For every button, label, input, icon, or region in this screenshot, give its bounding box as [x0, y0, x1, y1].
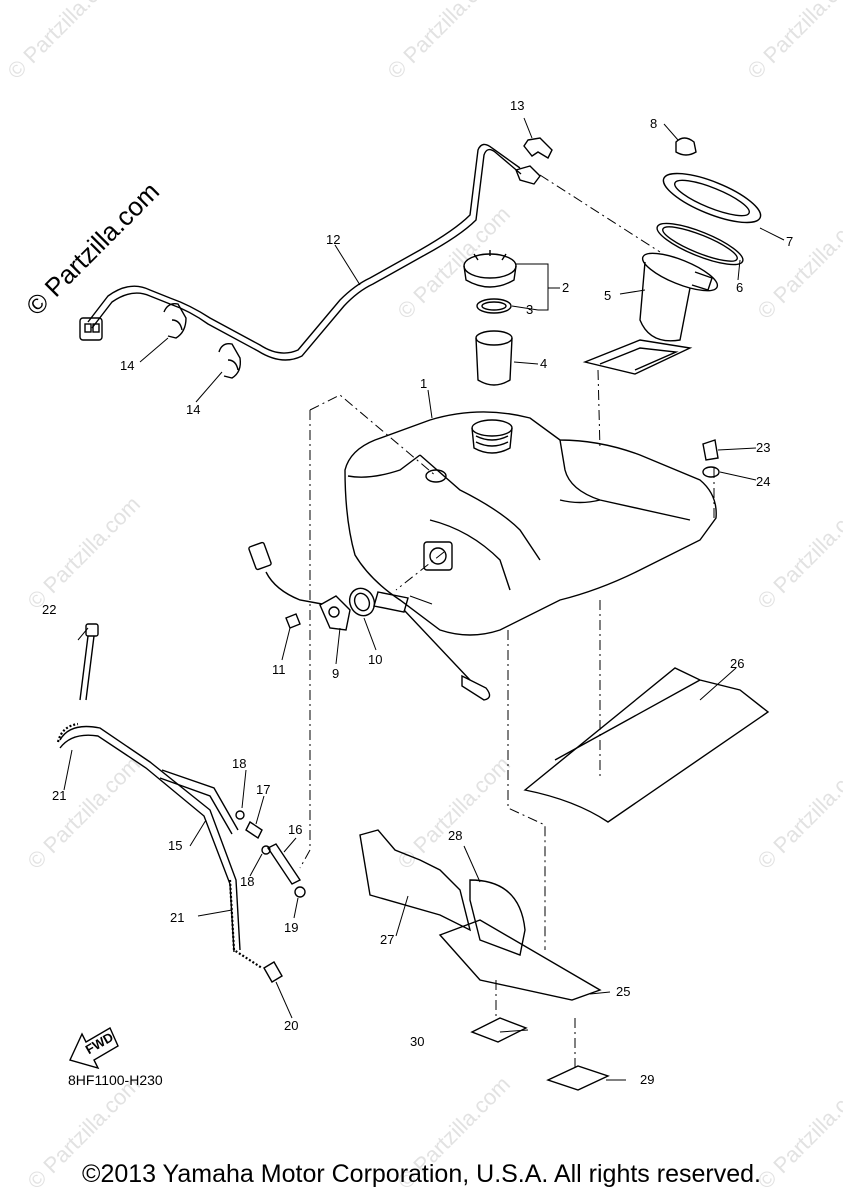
fuel-cap-part-2[interactable] [463, 250, 517, 288]
pipe-part-16[interactable] [266, 843, 302, 885]
bolt-part-23[interactable] [702, 439, 719, 461]
plate-part-25[interactable] [438, 919, 602, 1001]
callout-18b: 18 [240, 874, 254, 889]
callout-numbers: 1 2 3 4 5 6 7 8 9 10 11 12 13 14 14 15 1… [42, 98, 793, 1087]
callout-18: 18 [232, 756, 246, 771]
callout-20: 20 [284, 1018, 298, 1033]
callout-28: 28 [448, 828, 462, 843]
callout-13: 13 [510, 98, 524, 113]
washer-part-24[interactable] [702, 466, 720, 478]
leader-lines [63, 117, 785, 1081]
callout-6: 6 [736, 280, 743, 295]
gasket-part-10[interactable] [345, 584, 379, 620]
callout-16: 16 [288, 822, 302, 837]
fwd-label: FWD [83, 1029, 116, 1057]
gasket-part-7[interactable] [658, 164, 766, 233]
callout-17: 17 [256, 782, 270, 797]
cap-part-8[interactable] [675, 137, 697, 156]
clamp-part-14[interactable] [163, 302, 242, 379]
callout-29: 29 [640, 1072, 654, 1087]
callout-21: 21 [52, 788, 66, 803]
fuel-tank-part-1[interactable] [344, 411, 717, 636]
callout-25: 25 [616, 984, 630, 999]
callout-22: 22 [42, 602, 56, 617]
pad-part-29[interactable] [546, 1065, 610, 1091]
clip-part-18[interactable] [235, 810, 271, 855]
gasket-part-3[interactable] [476, 298, 512, 314]
bolt-part-11[interactable] [285, 613, 301, 629]
callout-24: 24 [756, 474, 770, 489]
callout-27: 27 [380, 932, 394, 947]
protector-hose-part-21[interactable] [56, 722, 263, 969]
callout-8: 8 [650, 116, 657, 131]
bracket-part-13[interactable] [515, 137, 553, 185]
callout-12: 12 [326, 232, 340, 247]
hose-part-15[interactable] [59, 725, 241, 953]
callout-5: 5 [604, 288, 611, 303]
plate-part-27[interactable] [359, 829, 472, 932]
callout-1: 1 [420, 376, 427, 391]
wire-harness-part-12[interactable] [79, 143, 522, 361]
plate-part-28[interactable] [469, 879, 526, 956]
callout-7: 7 [786, 234, 793, 249]
clip-part-19[interactable] [294, 886, 306, 898]
copyright-notice: ©2013 Yamaha Motor Corporation, U.S.A. A… [82, 1160, 761, 1188]
callout-14b: 14 [186, 402, 200, 417]
callout-10: 10 [368, 652, 382, 667]
callout-26: 26 [730, 656, 744, 671]
callout-2: 2 [562, 280, 569, 295]
callout-9: 9 [332, 666, 339, 681]
callout-19: 19 [284, 920, 298, 935]
oring-part-6[interactable] [653, 216, 747, 273]
fuel-pump-part-5[interactable] [582, 246, 722, 375]
callout-3: 3 [526, 302, 533, 317]
cap-part-20[interactable] [263, 961, 283, 983]
float-arm [373, 591, 491, 701]
sensor-connector [248, 541, 323, 605]
fwd-arrow-icon [69, 1027, 119, 1070]
callout-23: 23 [756, 440, 770, 455]
callout-11: 11 [272, 662, 286, 677]
callout-30: 30 [410, 1034, 424, 1049]
diagram-code: 8HF1100-H230 [68, 1072, 163, 1088]
pad-part-30[interactable] [470, 1017, 528, 1043]
assembly-lines [299, 174, 715, 1068]
cable-tie-part-22[interactable] [79, 623, 99, 701]
callout-21b: 21 [170, 910, 184, 925]
fitting-part-17[interactable] [245, 820, 263, 840]
callout-4: 4 [540, 356, 547, 371]
protector-part-26[interactable] [523, 667, 770, 823]
callout-14: 14 [120, 358, 134, 373]
callout-15: 15 [168, 838, 182, 853]
strainer-part-4[interactable] [475, 330, 513, 386]
sender-part-9[interactable] [319, 595, 351, 631]
